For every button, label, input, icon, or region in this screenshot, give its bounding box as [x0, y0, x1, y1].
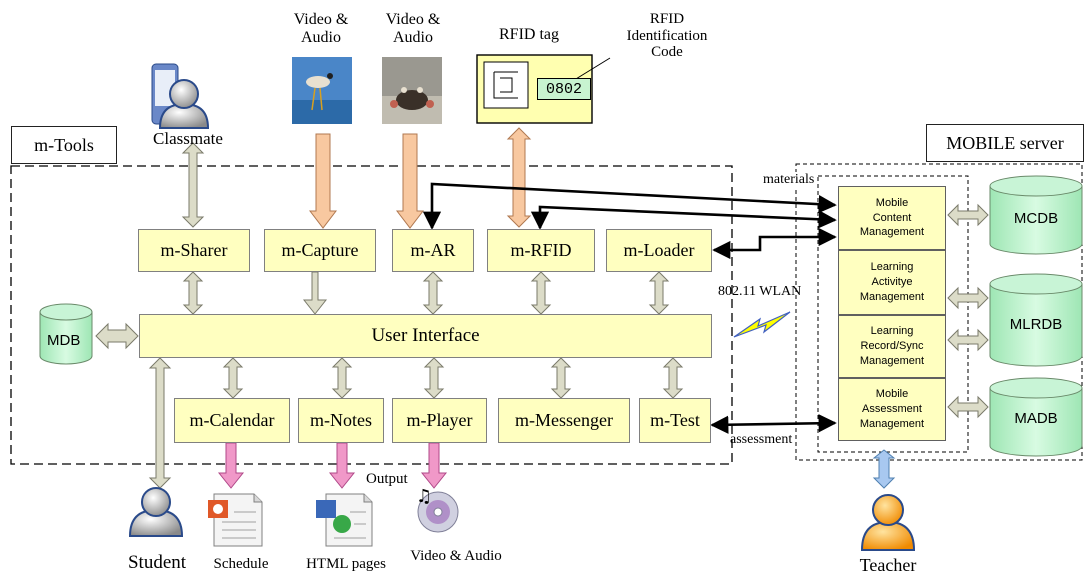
mlrdb-cylinder — [989, 273, 1083, 367]
output-label: Output — [366, 471, 408, 487]
m-tools-label: m-Tools — [11, 126, 117, 164]
madb-label: MADB — [1014, 410, 1058, 427]
video-audio-label-2: Video &Audio — [385, 11, 441, 46]
m-capture-box[interactable]: m-Capture — [264, 229, 376, 272]
materials-link-loader — [712, 227, 837, 260]
mobile-content-management-box[interactable]: Mobile Content Management — [838, 186, 946, 250]
materials-link-ar — [422, 182, 837, 230]
assessment-label: assessment — [730, 432, 793, 447]
teacher-label: Teacher — [859, 555, 917, 575]
arrow-server-teacher — [872, 449, 896, 489]
arrow-ar-ui — [422, 271, 444, 315]
classmate-icon — [151, 63, 210, 129]
arrow-calendar-schedule — [217, 442, 245, 489]
arrow-tag-rfid — [506, 127, 532, 228]
video-audio-output-label: Video & Audio — [410, 548, 502, 564]
materials-link-rfid — [530, 205, 837, 230]
tools-panel-border — [10, 165, 733, 465]
crab-video-thumbnail — [382, 57, 442, 124]
arrow-classmate-sharer — [181, 142, 205, 228]
arrow-rfid-ui — [530, 271, 552, 315]
arrow-ui-student — [148, 357, 172, 489]
server-inner-border — [817, 175, 969, 453]
m-player-box[interactable]: m-Player — [392, 398, 487, 443]
mcdb-cylinder — [989, 175, 1083, 255]
mdb-cylinder — [39, 303, 93, 365]
arrow-activity-mlrdb — [947, 286, 989, 310]
bird-video-thumbnail — [292, 57, 352, 124]
arrow-ui-messenger — [550, 357, 572, 399]
arrow-loader-ui — [648, 271, 670, 315]
mcdb-label: MCDB — [1013, 210, 1059, 227]
rfid-code-label: RFID Identification Code — [626, 11, 708, 60]
arrow-notes-html — [328, 442, 356, 489]
teacher-icon — [860, 494, 916, 551]
mobile-assessment-management-box[interactable]: Mobile Assessment Management — [838, 378, 946, 441]
arrow-record-mlrdb — [947, 328, 989, 352]
mobile-server-label: MOBILE server — [926, 124, 1084, 162]
arrow-ui-player — [423, 357, 445, 399]
arrow-capture-ui — [302, 271, 328, 315]
assessment-link-test — [710, 414, 837, 434]
arrow-mdb-ui — [95, 322, 139, 350]
classmate-label: Classmate — [153, 129, 223, 148]
schedule-label: Schedule — [213, 556, 269, 572]
schedule-document-icon — [208, 493, 263, 547]
learning-activity-management-box[interactable]: Learning Activitye Management — [838, 250, 946, 315]
music-cd-icon: ♫ — [416, 486, 459, 533]
madb-cylinder — [989, 377, 1083, 457]
m-notes-box[interactable]: m-Notes — [298, 398, 384, 443]
arrow-ui-calendar — [222, 357, 244, 399]
learning-record-sync-management-box[interactable]: Learning Record/Sync Management — [838, 315, 946, 378]
svg-text:♫: ♫ — [416, 486, 432, 507]
m-sharer-box[interactable]: m-Sharer — [138, 229, 250, 272]
m-messenger-box[interactable]: m-Messenger — [498, 398, 630, 443]
rfid-tag-label: RFID tag — [499, 26, 559, 43]
arrow-video1-capture — [308, 133, 338, 229]
html-document-icon — [316, 493, 373, 547]
m-rfid-box[interactable]: m-RFID — [487, 229, 595, 272]
arrow-player-media — [420, 442, 448, 489]
m-calendar-box[interactable]: m-Calendar — [174, 398, 290, 443]
mdb-label: MDB — [47, 332, 81, 349]
m-loader-box[interactable]: m-Loader — [606, 229, 712, 272]
student-label: Student — [127, 552, 187, 573]
m-ar-box[interactable]: m-AR — [392, 229, 474, 272]
arrow-content-mcdb — [947, 203, 989, 227]
wlan-label: 802.11 WLAN — [718, 284, 802, 299]
m-test-box[interactable]: m-Test — [639, 398, 711, 443]
student-icon — [128, 487, 184, 537]
arrow-video2-ar — [395, 133, 425, 229]
arrow-assessment-madb — [947, 395, 989, 419]
arrow-ui-notes — [331, 357, 353, 399]
arrow-sharer-ui — [182, 271, 204, 315]
wlan-lightning-icon — [733, 311, 791, 338]
video-audio-label-1: Video &Audio — [293, 11, 349, 46]
materials-label: materials — [763, 172, 815, 188]
arrow-ui-test — [662, 357, 684, 399]
user-interface-bar[interactable]: User Interface — [139, 314, 712, 358]
mlrdb-label: MLRDB — [1009, 316, 1063, 333]
rfid-code-value: 0802 — [537, 78, 591, 100]
html-pages-label: HTML pages — [306, 556, 386, 572]
